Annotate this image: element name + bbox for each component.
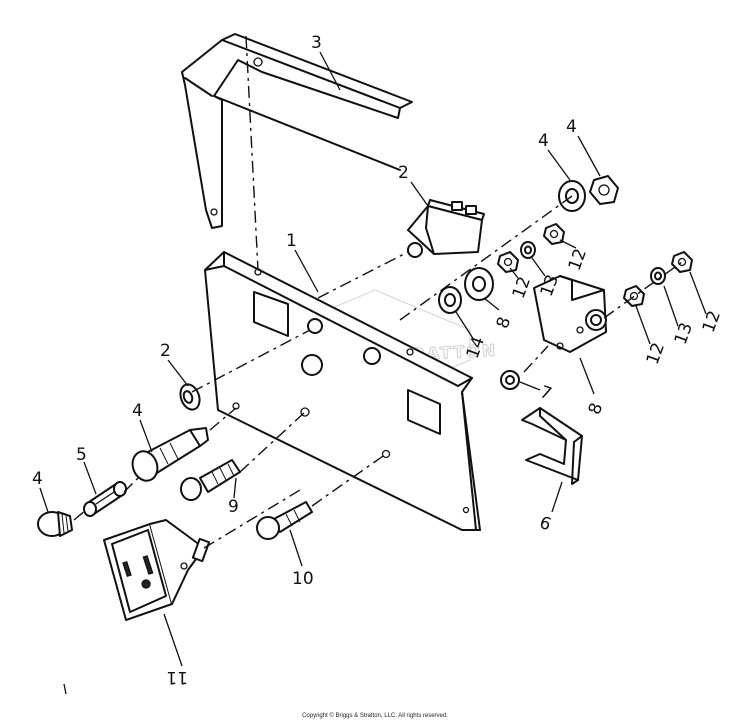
part-2-circuit-breaker <box>407 199 485 258</box>
part-4-nut <box>589 175 619 205</box>
part-3-bracket <box>181 33 413 229</box>
part-12-nut-d <box>671 251 693 273</box>
part-7-cover <box>521 407 583 485</box>
callout-4-fuse-holder: 4 <box>132 401 143 421</box>
callout-12-c: 12 <box>643 340 669 367</box>
callout-12-a: 12 <box>509 274 535 301</box>
part-4-washer <box>558 180 586 212</box>
part-9-screw <box>256 449 391 540</box>
part-4-fuse-cap <box>37 511 73 537</box>
callout-13-b: 13 <box>671 320 697 347</box>
callout-6: 11 <box>166 667 188 687</box>
part-13-washer-a <box>520 241 536 259</box>
assembly-axis-line <box>245 35 259 271</box>
callout-3: 3 <box>311 33 322 53</box>
part-2-washer <box>179 383 201 411</box>
part-14-washer <box>438 286 462 314</box>
stray-mark <box>63 683 67 695</box>
part-13-washer-b <box>650 267 666 285</box>
callout-1: 1 <box>286 231 297 251</box>
part-12-nut-a <box>497 251 519 273</box>
callout-8-screw: 9 <box>228 497 239 517</box>
part-11-bracket <box>533 275 607 353</box>
callout-4-nut: 4 <box>566 117 577 137</box>
part-10-lock-washer <box>500 370 520 390</box>
part-8-screw <box>180 407 310 501</box>
part-5-fuse <box>83 481 127 517</box>
callout-9: 10 <box>292 569 314 589</box>
callout-4-washer: 4 <box>538 131 549 151</box>
callout-12-b: 12 <box>565 246 591 273</box>
part-1-control-panel <box>204 251 481 531</box>
callout-leaders <box>39 51 707 667</box>
callout-10: 7 <box>537 382 554 404</box>
callout-11: 8 <box>585 400 607 417</box>
part-8-binding-post <box>464 267 494 301</box>
part-12-nut-c <box>623 285 645 307</box>
part-12-nut-b <box>543 223 565 245</box>
callout-7: 6 <box>537 513 554 535</box>
callout-12-d: 12 <box>699 308 725 335</box>
assembly-axis-lines <box>73 195 683 549</box>
callout-5: 5 <box>76 445 87 465</box>
callout-4-cap: 4 <box>32 469 43 489</box>
callout-2-breaker: 2 <box>398 163 409 183</box>
part-4-fuse-holder <box>131 427 209 482</box>
copyright-notice: Copyright © Briggs & Stratton, LLC. All … <box>302 713 448 719</box>
callout-2-washer: 2 <box>160 341 171 361</box>
part-6-receptacle <box>103 519 211 621</box>
callout-8-post: 8 <box>493 314 515 331</box>
